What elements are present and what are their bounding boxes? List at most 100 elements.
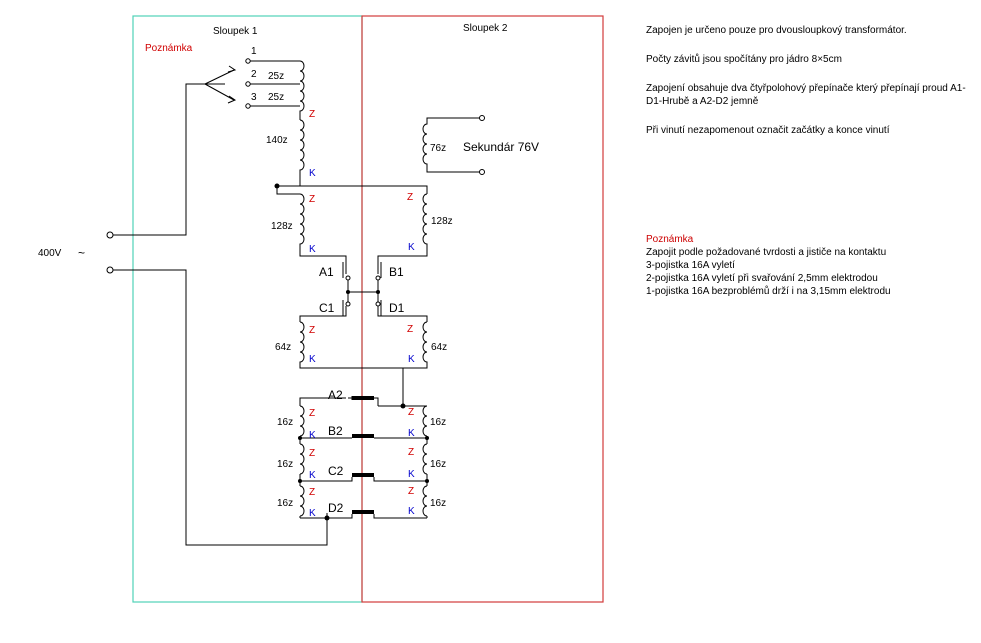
- primary-main-coil: [299, 119, 305, 186]
- col2-mid-coil: [402, 321, 428, 406]
- column-1-title: Sloupek 1: [213, 26, 258, 37]
- tap-selector-arms: [204, 69, 235, 101]
- tap-terminal-1: [245, 58, 251, 64]
- note-2: Počty závitů jsou spočítány pro jádro 8×…: [646, 54, 842, 65]
- switch-d2-label: D2: [328, 501, 344, 515]
- fuse-note-panel: Poznámka Zapojit podle požadované tvrdos…: [646, 233, 966, 298]
- col2-fine-turns-2: 16z: [430, 459, 446, 470]
- col2-fine-z-2: Z: [408, 447, 414, 458]
- switch-b2-label: B2: [328, 424, 343, 438]
- col1-mid-z: Z: [309, 325, 315, 336]
- col1-upper-turns: 128z: [271, 221, 293, 232]
- col2-fine-turns-3: 16z: [430, 498, 446, 509]
- col1-upper-k: K: [309, 244, 316, 255]
- fuse-note-line-1: Zapojit podle požadované tvrdosti a jist…: [646, 247, 887, 258]
- switch-d1-contact: [375, 301, 381, 307]
- col2-fine-k-1: K: [408, 428, 415, 439]
- switch-b1-contact: [375, 275, 381, 281]
- fuse-note-title: Poznámka: [646, 234, 694, 245]
- notes-panel: Zapojen je určeno pouze pro dvousloupkov…: [646, 24, 966, 153]
- supply-wire-bottom: [113, 269, 328, 546]
- col2-fine-z-3: Z: [408, 486, 414, 497]
- secondary-terminal-bottom: [479, 169, 485, 175]
- secondary-coil: [422, 117, 480, 173]
- supply-terminal-top: [106, 231, 114, 239]
- col1-fine-coil-3: [299, 485, 305, 517]
- fuse-note-line-2: 3-pojistka 16A vyletí: [646, 260, 735, 271]
- column-2-frame: [361, 15, 604, 603]
- tap-2-turns: 25z: [268, 71, 284, 82]
- cross-drop: [276, 186, 300, 195]
- switch-a1-contact: [345, 275, 351, 281]
- col1-upper-z: Z: [309, 194, 315, 205]
- supply-wire-top: [113, 83, 205, 236]
- col1-fine-coil-1: [299, 405, 305, 437]
- fuse-note-line-3: 2-pojistka 16A vyletí při svařování 2,5m…: [646, 273, 878, 284]
- common-bus-dot-1: [346, 290, 350, 294]
- switch-d1-label: D1: [389, 301, 405, 315]
- tap-note-label: Poznámka: [145, 43, 193, 54]
- col2-upper-z: Z: [407, 192, 413, 203]
- col1-fine-k-1: K: [309, 430, 316, 441]
- note-1: Zapojen je určeno pouze pro dvousloupkov…: [646, 25, 907, 36]
- secondary-turns: 76z: [430, 143, 446, 154]
- switch-c1-label: C1: [319, 301, 335, 315]
- primary-main-turns: 140z: [266, 135, 288, 146]
- col1-fine-coil-2: [299, 443, 305, 475]
- column-2-title: Sloupek 2: [463, 23, 508, 34]
- note-3: Zapojení obsahuje dva čtyřpolohový přepí…: [646, 83, 966, 107]
- col2-upper-coil: [377, 193, 428, 264]
- primary-z-marker: Z: [309, 109, 315, 120]
- secondary-label: Sekundár 76V: [463, 140, 539, 154]
- col2-mid-z: Z: [407, 324, 413, 335]
- col2-fine-coil-3: [422, 485, 428, 517]
- fine-junction: [400, 403, 406, 409]
- col1-mid-turns: 64z: [275, 342, 291, 353]
- switch-c2: [352, 473, 374, 477]
- cross-link: [277, 185, 428, 194]
- tap-number-2: 2: [251, 69, 257, 80]
- col2-fine-coil-1: [422, 405, 428, 437]
- supply-voltage-label: 400V: [38, 248, 62, 259]
- tap-number-1: 1: [251, 46, 257, 57]
- switch-c1-contact: [345, 301, 351, 307]
- switch-a1: [342, 262, 347, 278]
- switch-c2-label: C2: [328, 464, 344, 478]
- primary-k-marker: K: [309, 168, 316, 179]
- col1-mid-coil: [299, 321, 403, 369]
- tap-terminal-2: [245, 81, 251, 87]
- tap-terminal-3: [245, 103, 251, 109]
- switch-a2: [352, 396, 374, 400]
- tap-selector-arrows: [227, 65, 237, 104]
- col1-fine-z-3: Z: [309, 487, 315, 498]
- common-bus-dot-2: [376, 290, 380, 294]
- note-4: Při vinutí nezapomenout označit začátky …: [646, 125, 890, 136]
- col1-fine-turns-3: 16z: [277, 498, 293, 509]
- col2-fine-coil-2: [422, 443, 428, 475]
- col2-upper-turns: 128z: [431, 216, 453, 227]
- switch-d2: [352, 510, 374, 514]
- col2-mid-k: K: [408, 354, 415, 365]
- col1-fine-z-1: Z: [309, 408, 315, 419]
- switch-c1: [299, 300, 347, 322]
- tap-number-3: 3: [251, 92, 257, 103]
- switch-d1: [377, 300, 428, 322]
- fine-bus-c2: [300, 477, 427, 482]
- col1-fine-k-3: K: [309, 508, 316, 519]
- primary-tap-coil: [299, 60, 305, 120]
- fuse-note-line-4: 1-pojistka 16A bezproblémů drží i na 3,1…: [646, 286, 891, 297]
- tap-leads: [250, 60, 300, 107]
- fine-bus-d2: [300, 514, 427, 519]
- col2-fine-k-3: K: [408, 506, 415, 517]
- col1-fine-turns-1: 16z: [277, 417, 293, 428]
- switch-a2-label: A2: [328, 388, 343, 402]
- col1-fine-turns-2: 16z: [277, 459, 293, 470]
- col2-fine-z-1: Z: [408, 407, 414, 418]
- col2-fine-k-2: K: [408, 469, 415, 480]
- col1-fine-z-2: Z: [309, 448, 315, 459]
- switch-a1-label: A1: [319, 265, 334, 279]
- switch-b2: [352, 434, 374, 438]
- switch-b1: [377, 262, 382, 278]
- supply-terminal-bottom: [106, 266, 114, 274]
- col1-mid-k: K: [309, 354, 316, 365]
